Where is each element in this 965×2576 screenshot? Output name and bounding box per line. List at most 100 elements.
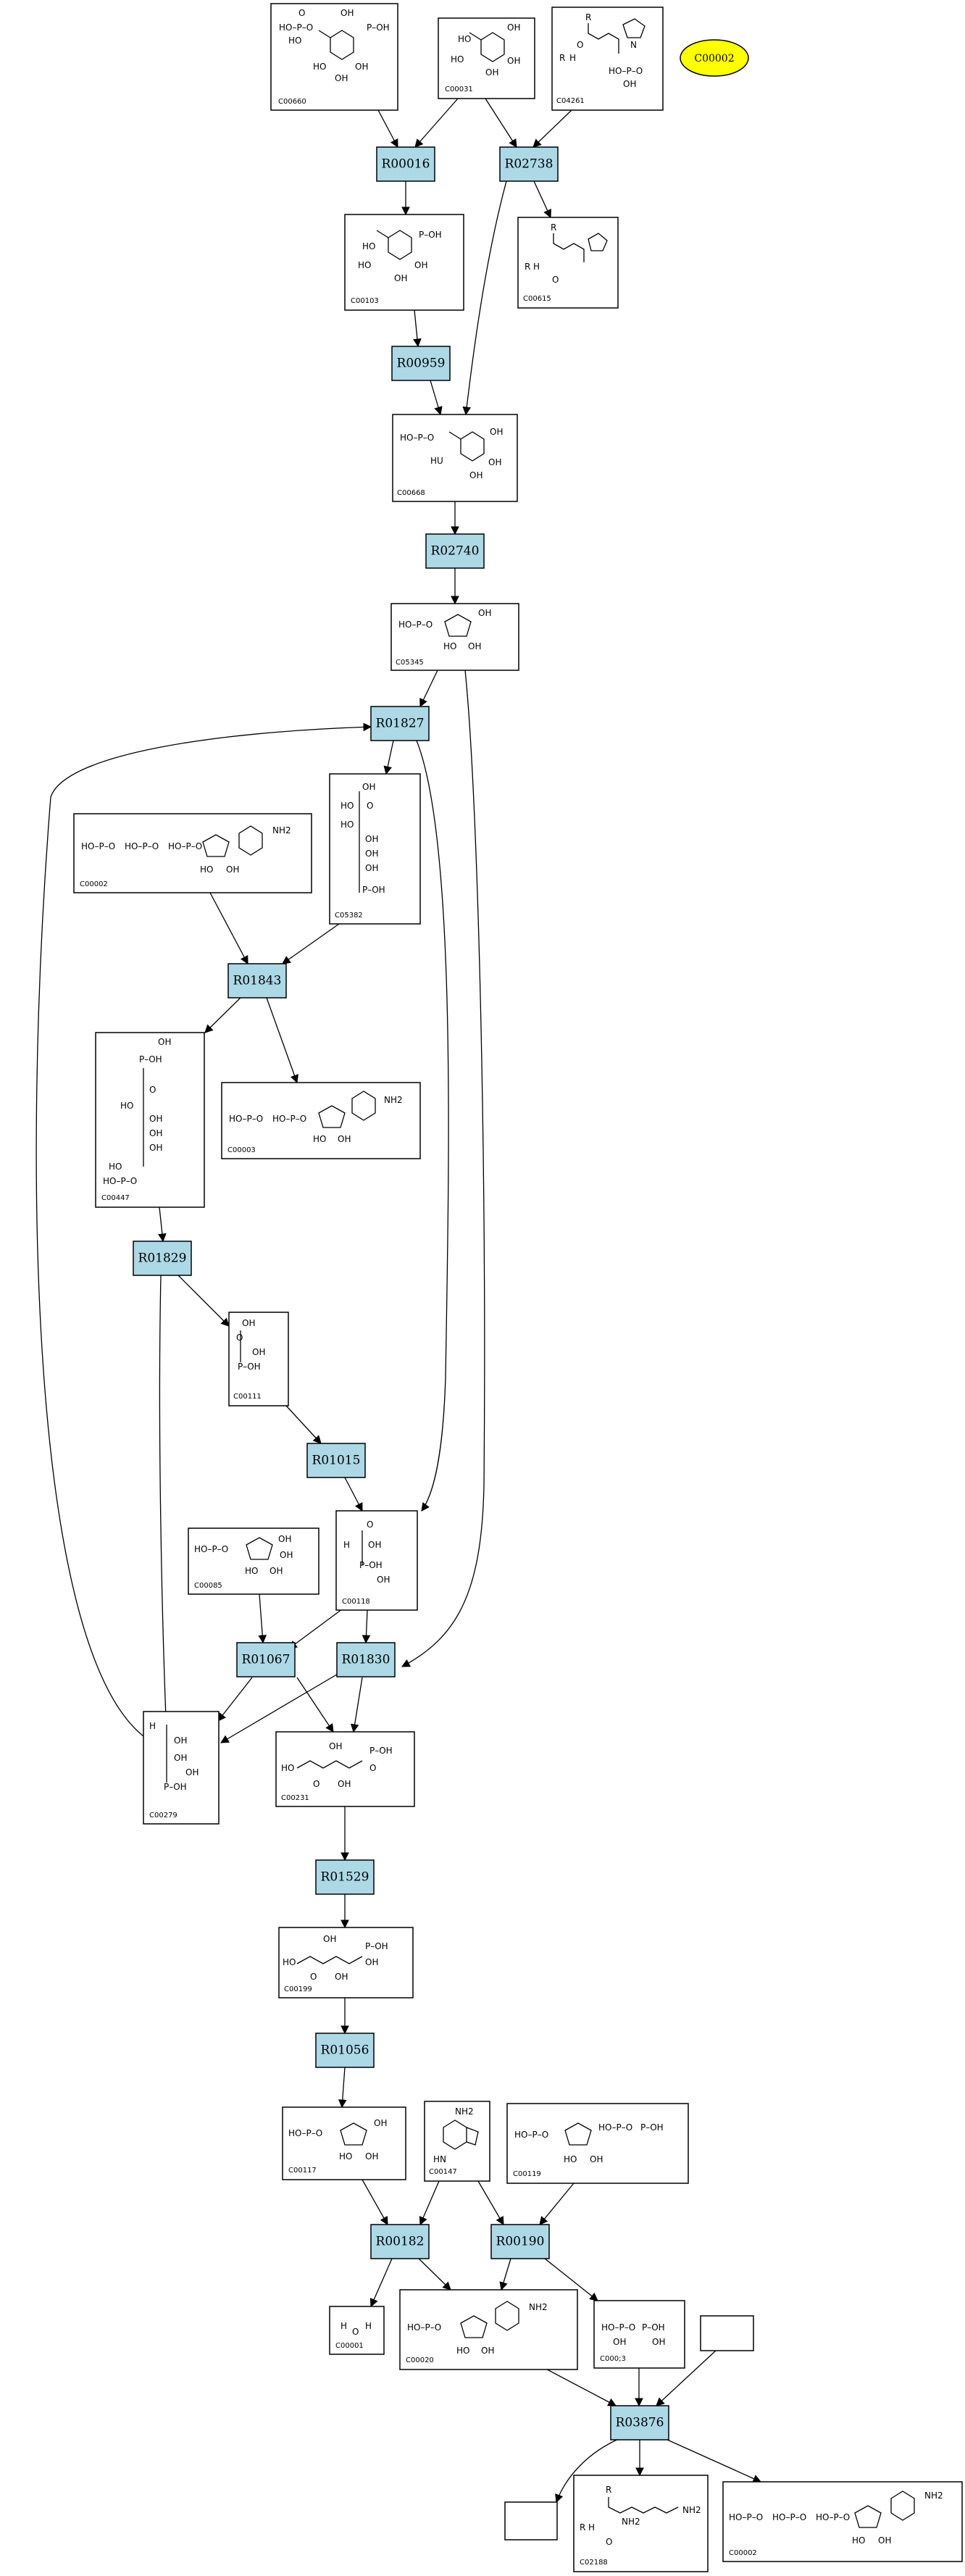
structure-text: HO	[200, 864, 213, 875]
reaction-r01827[interactable]: R01827	[370, 706, 430, 741]
compound-c00279[interactable]: H OH OH OH P–OH C00279	[143, 1711, 220, 1825]
compound-c00668[interactable]: HO–P–O OH HU OH OH C00668	[392, 414, 518, 502]
compound-c00103[interactable]: P–OH HO HO OH OH C00103	[344, 214, 464, 311]
reaction-r01529[interactable]: R01529	[315, 1859, 375, 1895]
reaction-r02740[interactable]: R02740	[425, 533, 485, 569]
compound-c00231[interactable]: OH P–OH HO O O OH C00231	[275, 1731, 415, 1807]
reaction-r01067[interactable]: R01067	[236, 1642, 296, 1677]
edge-c00031-r00016	[414, 98, 459, 148]
reaction-label: R02740	[431, 544, 480, 559]
compound-label: C00031	[445, 86, 473, 93]
compound-c02188[interactable]: R NH2 NH2 R H O C02188	[573, 2475, 709, 2572]
compound-c00002-atp[interactable]: HO–P–O HO–P–O HO–P–O NH2 HO OH C00002	[73, 813, 312, 893]
structure-text: HO	[362, 241, 375, 251]
structure-text: OH	[365, 1957, 378, 1967]
edge-blank-r03876	[656, 2350, 717, 2406]
compound-c05382[interactable]: OH HO O HO OH OH OH P–OH C05382	[329, 773, 421, 925]
compound-c00117[interactable]: HO–P–O OH HO OH C00117	[282, 2106, 406, 2180]
structure-text: P–OH	[419, 230, 442, 240]
compound-unlabeled-b[interactable]	[504, 2501, 558, 2540]
compound-c04261[interactable]: R O R H N HO–P–O OH C04261	[551, 7, 664, 111]
compound-c05345[interactable]: HO–P–O OH HO OH C05345	[390, 603, 519, 671]
compound-c00660[interactable]: HO–P–O HO O P–OH OH HO OH OH C00660	[270, 3, 398, 111]
compound-label: C00668	[397, 489, 425, 497]
structure-text: R	[559, 53, 565, 63]
structure-text: OH	[149, 1128, 162, 1138]
reaction-r01829[interactable]: R01829	[133, 1241, 192, 1276]
compound-c00031[interactable]: HO OH HO OH OH C00031	[438, 17, 535, 99]
reaction-r00190[interactable]: R00190	[490, 2224, 550, 2259]
reaction-r01015[interactable]: R01015	[306, 1443, 366, 1478]
structure-text: O	[352, 2327, 359, 2337]
compound-c00615[interactable]: R R H O C00615	[517, 217, 619, 309]
structure-text: P–OH	[359, 1560, 383, 1570]
structure-text: P–OH	[365, 1941, 388, 1951]
reaction-label: R00190	[496, 2235, 545, 2249]
reaction-label: R01829	[138, 1251, 187, 1266]
compound-c00147[interactable]: NH2 HN C00147	[424, 2101, 490, 2182]
reaction-label: R00959	[397, 357, 446, 371]
structure-text: HO	[451, 54, 464, 64]
compound-c00119[interactable]: HO–P–O HO–P–O P–OH HO OH C00119	[506, 2103, 689, 2184]
compound-c00002-bottom[interactable]: HO–P–O HO–P–O HO–P–O NH2 HO OH C00002	[722, 2481, 963, 2562]
reaction-r03876[interactable]: R03876	[610, 2405, 669, 2440]
structure-text: OH	[226, 864, 239, 875]
edge-c00085-r01067	[258, 1593, 267, 1644]
compound-label: C02188	[580, 2559, 608, 2567]
structure-text: O	[149, 1085, 156, 1095]
structure-text: R	[606, 2485, 611, 2495]
edge-r01056-c00117	[338, 2067, 347, 2109]
structure-text: OH	[488, 457, 501, 467]
structure-text: OH	[335, 73, 348, 83]
structure-text: HO	[458, 34, 471, 44]
compound-label: C00147	[429, 2168, 457, 2176]
structure-text: OH	[414, 260, 427, 270]
reaction-r01843[interactable]: R01843	[227, 963, 287, 999]
structure-text: HO–P–O	[194, 1544, 228, 1554]
compound-c00013[interactable]: HO–P–O P–OH OH OH C000;3	[593, 2300, 685, 2369]
structure-text: H	[149, 1721, 156, 1731]
structure-text: OH	[335, 1972, 348, 1982]
edge-c00147-r00190	[477, 2180, 504, 2226]
compound-c00199[interactable]: OH P–OH HO OH O OH C00199	[278, 1927, 414, 1998]
reaction-r00182[interactable]: R00182	[370, 2224, 430, 2259]
edge-c00147-r00182	[419, 2180, 440, 2226]
structure-text: HO	[109, 1162, 122, 1172]
structure-text: HO–P–O	[279, 22, 313, 33]
compound-c00001[interactable]: H O H C00001	[329, 2306, 385, 2355]
structure-text: H	[343, 1540, 350, 1550]
structure-text: HO–P–O	[103, 1176, 137, 1186]
edge-r00959-c00668	[430, 380, 443, 416]
compound-unlabeled-a[interactable]	[700, 2315, 754, 2351]
compound-c00111[interactable]: OH O OH P–OH C00111	[228, 1312, 289, 1406]
structure-text: O	[313, 1779, 319, 1789]
reaction-r01830[interactable]: R01830	[336, 1642, 396, 1677]
reaction-r02738[interactable]: R02738	[499, 146, 559, 182]
compound-c00020[interactable]: HO–P–O NH2 HO OH C00020	[399, 2289, 578, 2370]
compound-c00118[interactable]: O H OH P–OH OH C00118	[335, 1510, 418, 1611]
reaction-r00959[interactable]: R00959	[391, 346, 451, 381]
edges	[35, 98, 762, 2504]
structure-text: O	[236, 1333, 243, 1343]
edge-r00182-c00020	[418, 2258, 451, 2291]
edge-r00190-c00020	[499, 2258, 511, 2291]
structure-text: R	[525, 262, 530, 272]
structure-text: OH	[158, 1037, 171, 1047]
structure-text: OH	[374, 2118, 387, 2128]
edge-r01827-c05382	[383, 740, 394, 775]
compound-c00447[interactable]: OH P–OH O HO OH OH OH HO HO–P–O C00447	[95, 1032, 205, 1208]
reaction-r00016[interactable]: R00016	[376, 146, 435, 182]
compound-label: C05345	[396, 659, 424, 667]
compound-c00085[interactable]: HO–P–O OH OH HO OH C00085	[188, 1527, 319, 1595]
compound-label: C00447	[101, 1194, 130, 1202]
compound-label: C00615	[523, 295, 551, 303]
compound-c00003[interactable]: HO–P–O HO–P–O NH2 HO OH C00003	[221, 1082, 421, 1159]
structure-text: O	[310, 1972, 317, 1982]
structure-text: HO–P–O	[229, 1114, 263, 1124]
compound-label: C00111	[233, 1393, 262, 1401]
highlight-c00002[interactable]: C00002	[680, 39, 749, 77]
structure-text: OH	[174, 1735, 187, 1746]
edge-c05345-r01827	[419, 670, 438, 708]
reaction-r01056[interactable]: R01056	[315, 2033, 375, 2068]
structure-text: N	[630, 40, 637, 50]
